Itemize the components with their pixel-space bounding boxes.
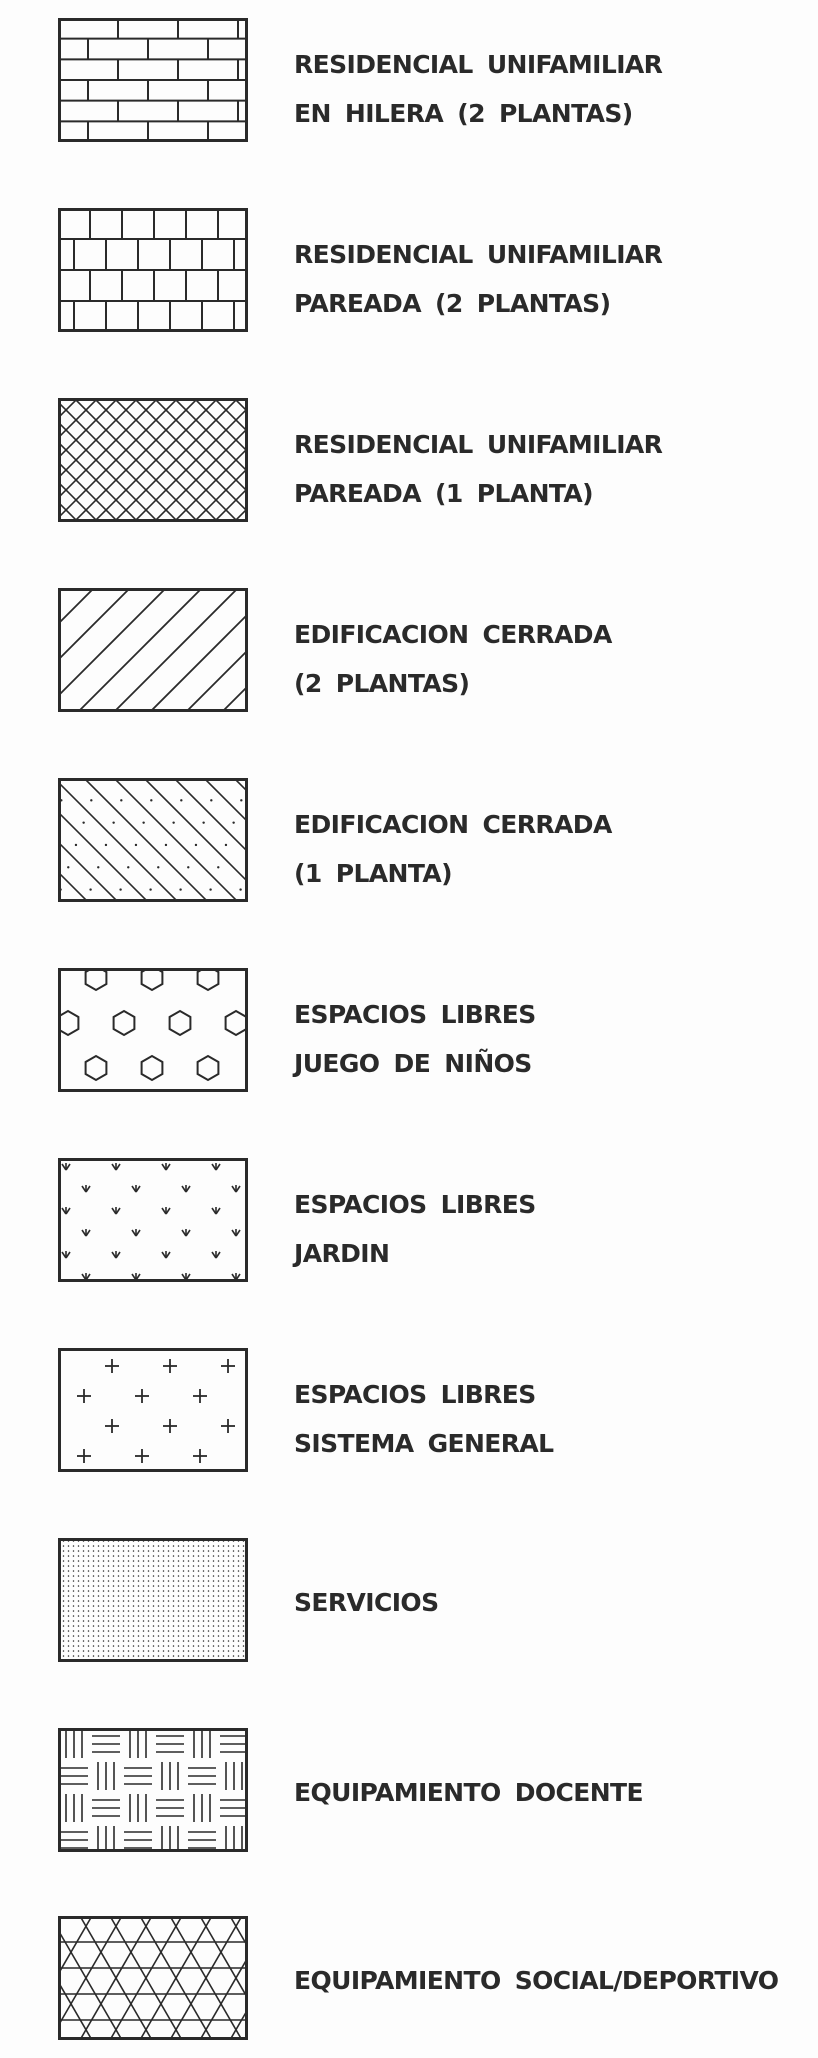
legend-swatch-hexagons: [58, 968, 248, 1092]
legend-swatch-triangle-grid: [58, 1916, 248, 2040]
legend-swatch-brick-horizontal: [58, 18, 248, 142]
legend-label: EDIFICACION CERRADA(1 PLANTA): [294, 800, 612, 898]
legend-label-line: EDIFICACION CERRADA: [294, 800, 612, 849]
legend-label-line: (1 PLANTA): [294, 849, 612, 898]
pattern-fill: [58, 1916, 248, 2040]
legend-label-line: RESIDENCIAL UNIFAMILIAR: [294, 230, 662, 279]
legend-label-line: (2 PLANTAS): [294, 659, 612, 708]
legend-label: EQUIPAMIENTO SOCIAL/DEPORTIVO: [294, 1956, 778, 2005]
legend-label-line: ESPACIOS LIBRES: [294, 1370, 554, 1419]
pattern-fill: [58, 208, 248, 332]
pattern-fill: [58, 778, 248, 902]
legend-swatch-plus-marks: [58, 1348, 248, 1472]
legend-label-line: ESPACIOS LIBRES: [294, 1180, 536, 1229]
legend-label-line: EQUIPAMIENTO SOCIAL/DEPORTIVO: [294, 1956, 778, 2005]
legend-label: EQUIPAMIENTO DOCENTE: [294, 1768, 643, 1817]
pattern-fill: [58, 18, 248, 142]
legend-item: EDIFICACION CERRADA(1 PLANTA): [0, 760, 818, 920]
legend-label-line: SISTEMA GENERAL: [294, 1419, 554, 1468]
pattern-fill: [58, 1728, 248, 1852]
legend-swatch-diagonal-back-dotted: [58, 778, 248, 902]
legend-label-line: PAREADA (1 PLANTA): [294, 469, 662, 518]
legend-label-line: RESIDENCIAL UNIFAMILIAR: [294, 40, 662, 89]
legend-label-line: PAREADA (2 PLANTAS): [294, 279, 662, 328]
legend-label: SERVICIOS: [294, 1578, 439, 1627]
legend-label-line: EDIFICACION CERRADA: [294, 610, 612, 659]
legend-swatch-fine-dots: [58, 1538, 248, 1662]
legend-label-line: EN HILERA (2 PLANTAS): [294, 89, 662, 138]
legend-label-line: JARDIN: [294, 1229, 536, 1278]
legend-label-line: RESIDENCIAL UNIFAMILIAR: [294, 420, 662, 469]
legend-label: EDIFICACION CERRADA(2 PLANTAS): [294, 610, 612, 708]
legend-item: SERVICIOS: [0, 1520, 818, 1680]
pattern-fill: [58, 1538, 248, 1662]
legend-item: EQUIPAMIENTO DOCENTE: [0, 1710, 818, 1870]
pattern-fill: [58, 968, 248, 1092]
legend-label-line: ESPACIOS LIBRES: [294, 990, 536, 1039]
pattern-fill: [58, 398, 248, 522]
legend-swatch-brick-vertical: [58, 208, 248, 332]
pattern-fill: [58, 1348, 248, 1472]
legend-label-line: JUEGO DE NIÑOS: [294, 1039, 536, 1088]
legend-label-line: EQUIPAMIENTO DOCENTE: [294, 1768, 643, 1817]
legend-label-line: SERVICIOS: [294, 1578, 439, 1627]
pattern-fill: [58, 1158, 248, 1282]
pattern-fill: [58, 588, 248, 712]
legend-item: EQUIPAMIENTO SOCIAL/DEPORTIVO: [0, 1898, 818, 2058]
legend-swatch-diagonal-forward: [58, 588, 248, 712]
legend-item: EDIFICACION CERRADA(2 PLANTAS): [0, 570, 818, 730]
legend-swatch-grass-marks: [58, 1158, 248, 1282]
legend-swatch-crosshatch: [58, 398, 248, 522]
legend-swatch-parquet: [58, 1728, 248, 1852]
